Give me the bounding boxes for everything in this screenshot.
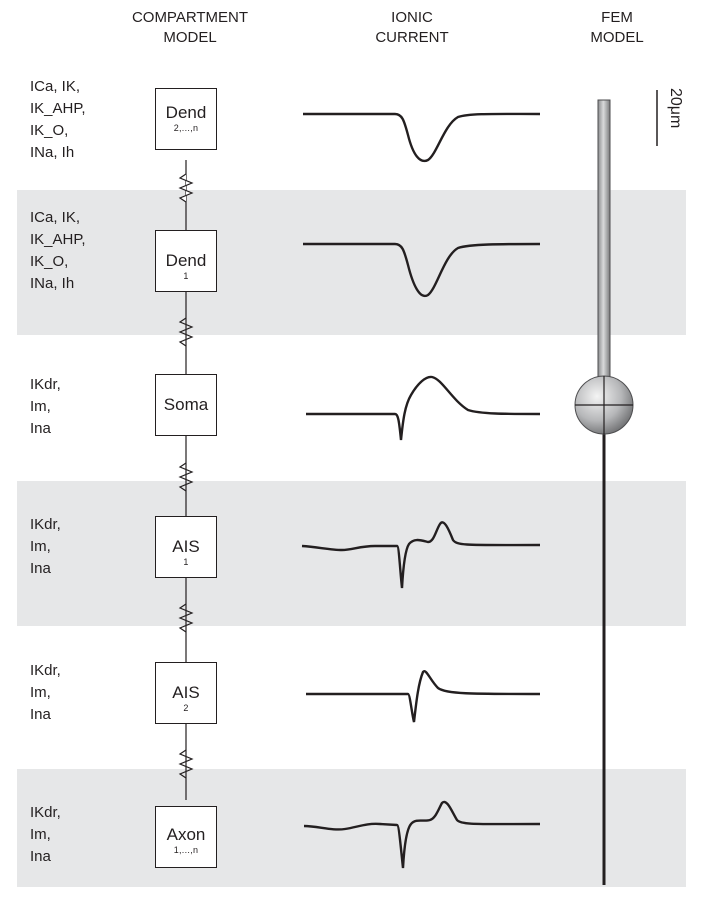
compartment-subscript: 2,...,n	[173, 123, 199, 133]
trace-ais-1	[301, 521, 541, 589]
compartment-ais-2: AIS 2	[155, 662, 217, 724]
compartment-label: Axon	[166, 825, 206, 844]
compartment-ais-1: AIS 1	[155, 516, 217, 578]
trace-ais-2	[306, 670, 541, 723]
compartment-dend-1: Dend 1	[155, 230, 217, 292]
compartment-subscript: 1	[183, 271, 189, 281]
scale-bar-label: 20μm	[667, 88, 684, 129]
currents-dend-1: ICa, IK, IK_AHP, IK_O, INa, Ih	[30, 209, 86, 292]
compartment-label: AIS	[172, 537, 200, 556]
compartment-subscript: 2	[183, 703, 189, 713]
currents-axon: IKdr, Im, Ina	[30, 804, 61, 865]
currents-ais-1: IKdr, Im, Ina	[30, 516, 61, 577]
resistor-5	[178, 749, 194, 779]
currents-dend-n: ICa, IK, IK_AHP, IK_O, INa, Ih	[30, 78, 86, 161]
compartment-label: Dend	[165, 103, 207, 122]
trace-dend-1	[303, 242, 541, 298]
fem-dendrite-rod	[597, 99, 611, 391]
resistor-4	[178, 603, 194, 633]
trace-axon	[303, 800, 541, 869]
trace-dend-n	[303, 112, 541, 163]
compartment-subscript: 1	[183, 557, 189, 567]
header-compartment-model: COMPARTMENT MODEL	[131, 9, 249, 46]
compartment-subscript: 1,...,n	[173, 845, 199, 855]
compartment-label: Soma	[163, 395, 209, 414]
compartment-label: AIS	[172, 683, 200, 702]
resistor-3	[178, 462, 194, 492]
resistor-1	[178, 173, 194, 203]
band-ais-1	[17, 481, 686, 626]
compartment-soma: Soma	[155, 374, 217, 436]
currents-soma: IKdr, Im, Ina	[30, 376, 61, 437]
trace-soma	[306, 375, 541, 441]
compartment-axon: Axon 1,...,n	[155, 806, 217, 868]
header-fem-model: FEM MODEL	[590, 9, 644, 46]
compartment-label: Dend	[165, 251, 207, 270]
compartment-dend-n: Dend 2,...,n	[155, 88, 217, 150]
resistor-2	[178, 317, 194, 347]
header-ionic-current: IONIC CURRENT	[375, 9, 449, 46]
currents-ais-2: IKdr, Im, Ina	[30, 662, 61, 723]
band-dend-1	[17, 190, 686, 335]
